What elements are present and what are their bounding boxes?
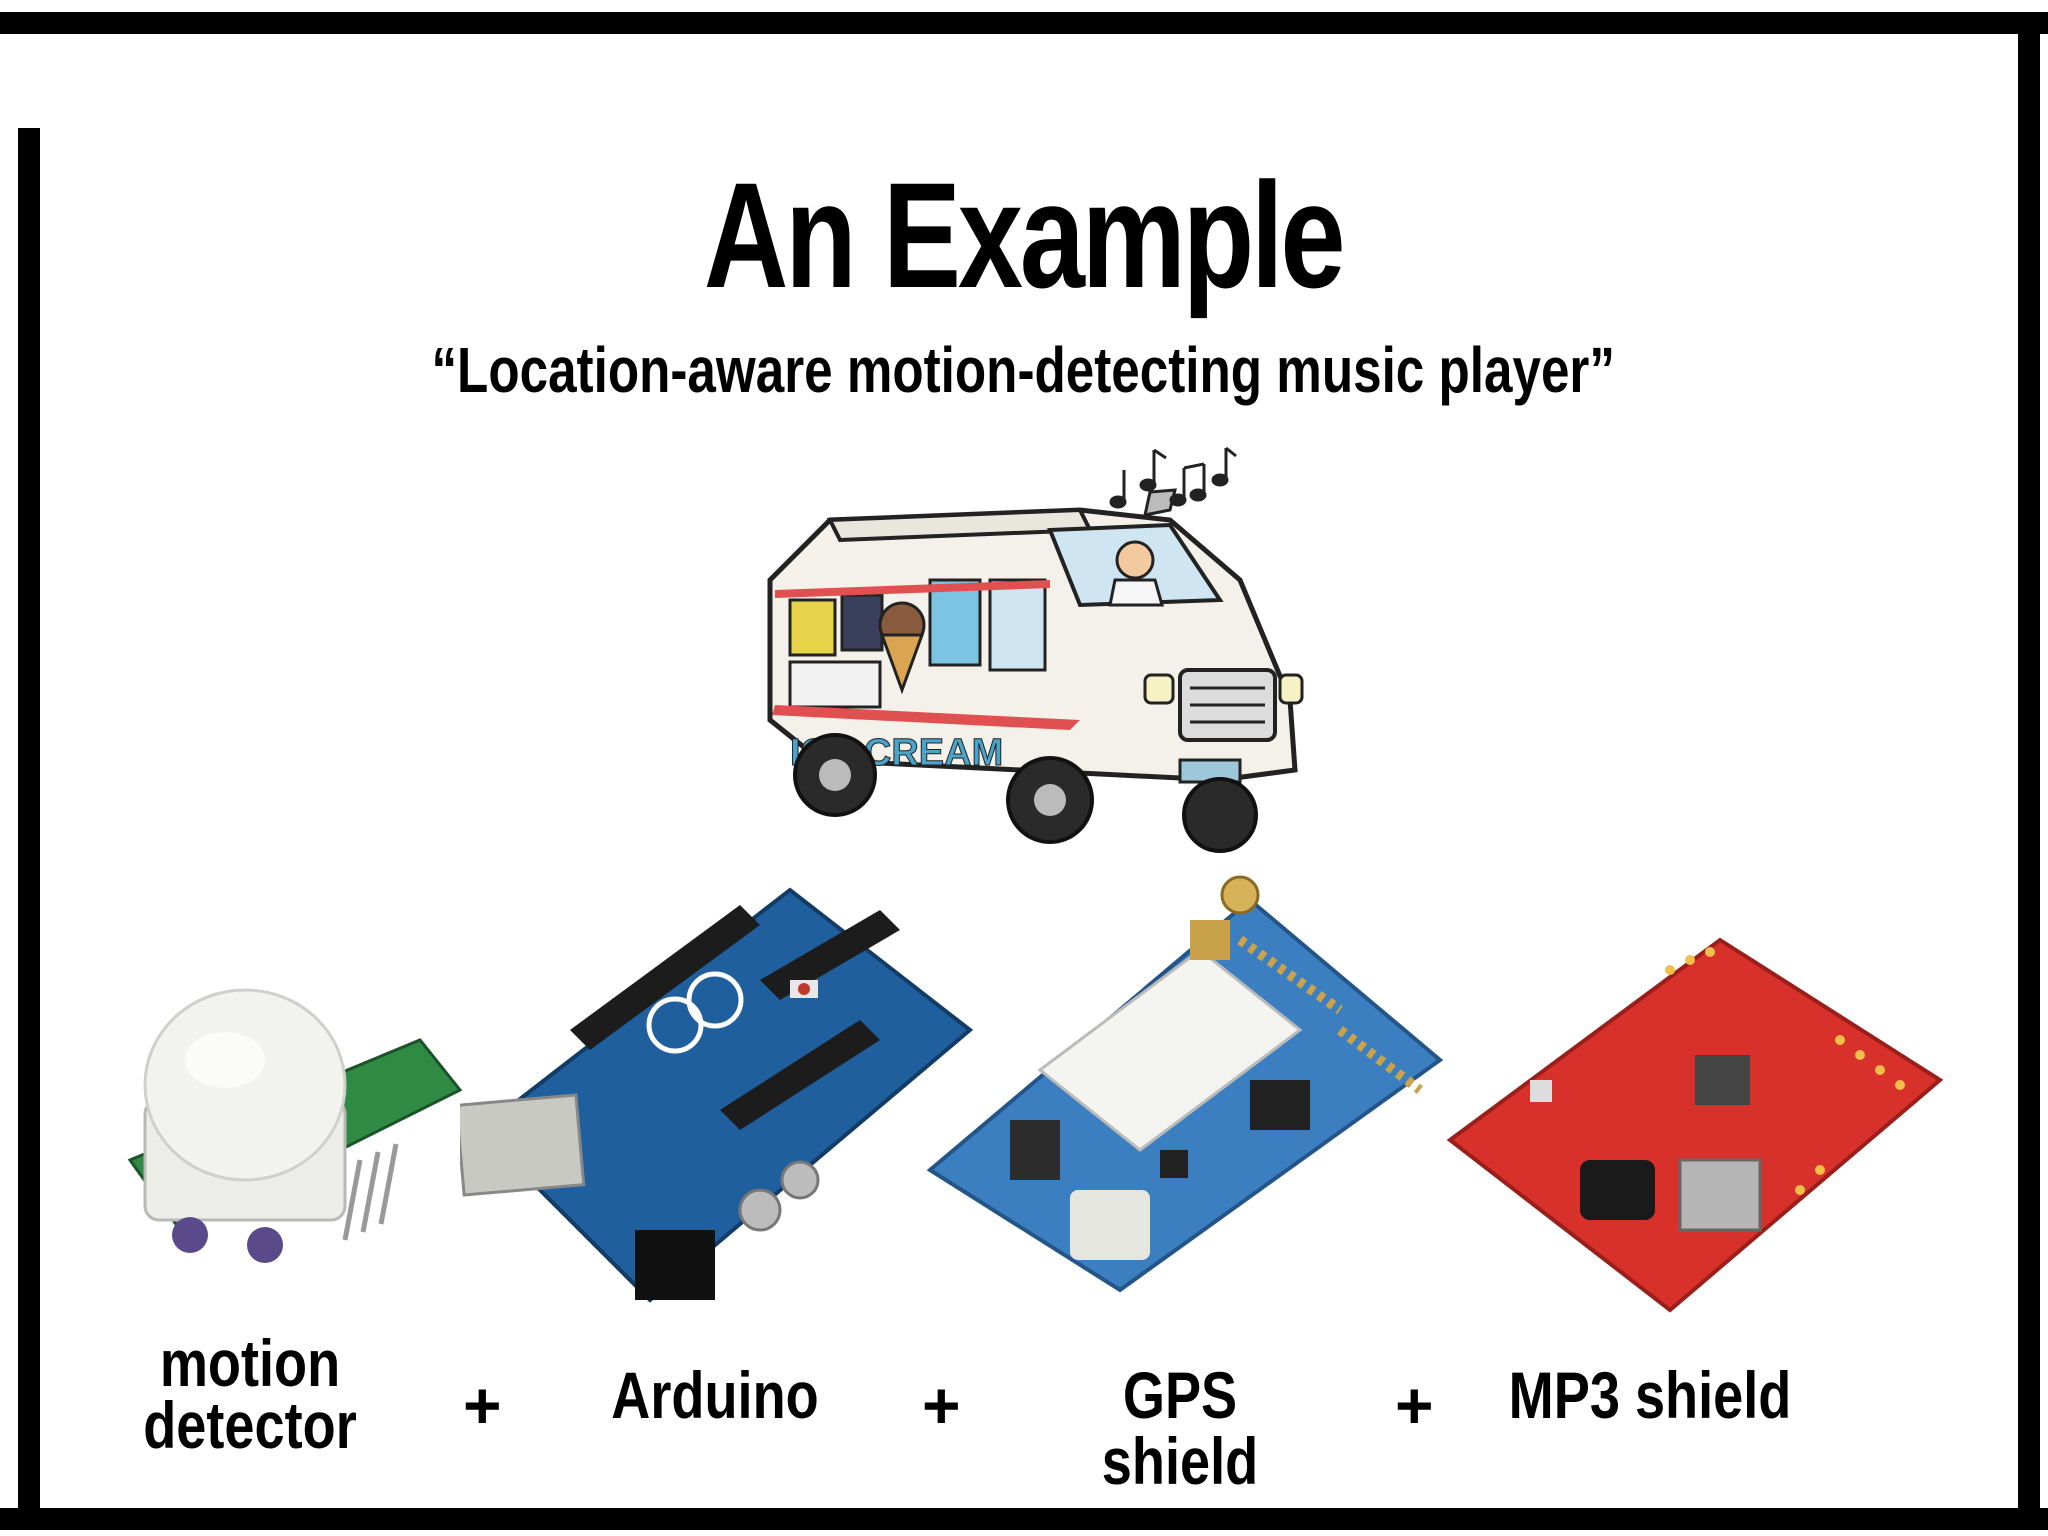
mp3-shield-label: MP3 shield [1508,1358,1792,1432]
frame-bottom-border [0,1508,2048,1530]
plus-sign-3: + [1395,1368,1434,1442]
motion-detector-label: motion detector [139,1330,360,1458]
plus-sign-2: + [922,1368,961,1442]
ice-cream-truck-icon: ICE CREAM [767,488,1304,853]
frame-right-border [2018,12,2040,1528]
motion-label-line1: motion [159,1326,341,1400]
pir-sensor-icon [127,988,463,1263]
frame-left-border [18,128,40,1528]
slide-title: An Example [703,151,1346,319]
motion-label-line2: detector [143,1388,357,1462]
arduino-board-icon [460,887,974,1303]
gps-shield-label: GPS shield [1101,1358,1259,1498]
music-notes-icon [1109,446,1237,509]
plus-sign-1: + [463,1368,502,1442]
arduino-label: Arduino [611,1358,819,1432]
frame-top-border [0,12,2048,34]
gps-shield-icon [926,875,1444,1293]
slide-subtitle: “Location-aware motion-detecting music p… [431,334,1615,406]
mp3-shield-icon [1446,937,1944,1313]
